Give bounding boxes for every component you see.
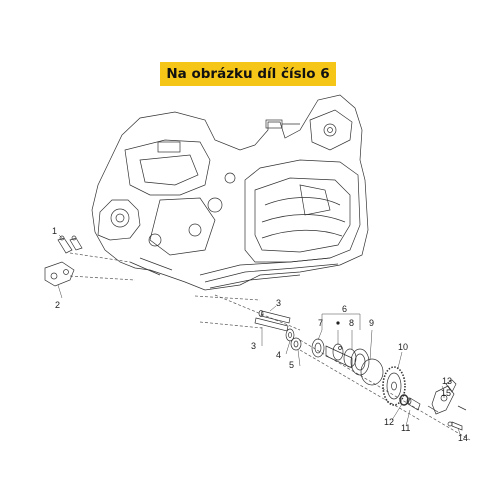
callout-2: 2 [55, 300, 60, 310]
callout-6: 6 [342, 304, 347, 314]
callout-3-lower: 3 [251, 341, 256, 351]
part-1-bolt-set [57, 235, 83, 254]
part-number-banner: Na obrázku díl číslo 6 [160, 62, 336, 86]
callout-15: 15 [441, 388, 451, 398]
callout-13: 13 [442, 376, 452, 386]
assembly-lines [69, 252, 471, 441]
part-2-bracket [44, 261, 75, 287]
callout-12: 12 [384, 417, 394, 427]
callout-5: 5 [289, 360, 294, 370]
part-15-rocker-lever [427, 385, 455, 415]
part-13-screw [445, 379, 467, 411]
part-3-shaft-upper [258, 310, 291, 324]
part-3-shaft-lower [254, 317, 289, 332]
part-9-gear-ring [350, 348, 384, 386]
callout-10: 10 [398, 342, 408, 352]
part-11-bolt [406, 397, 421, 411]
bullet-dot [336, 321, 340, 325]
part-5-bushing [290, 337, 302, 351]
callout-8: 8 [349, 318, 354, 328]
callout-1: 1 [52, 226, 57, 236]
callout-3-upper: 3 [276, 298, 281, 308]
engine-block [91, 94, 369, 291]
callout-9: 9 [369, 318, 374, 328]
callout-7: 7 [318, 318, 323, 328]
part-10-sprocket [382, 366, 406, 406]
banner-text: Na obrázku díl číslo 6 [166, 66, 330, 82]
part-12-washer [399, 394, 409, 406]
callout-labels: 1 2 3 3 4 5 6 7 8 9 10 11 12 13 14 15 [52, 226, 468, 443]
callout-11: 11 [401, 423, 410, 433]
part-14-screw [447, 421, 463, 431]
callout-4: 4 [276, 350, 281, 360]
part-7-bearing [311, 338, 325, 358]
leader-lines [57, 234, 461, 435]
callout-14: 14 [458, 433, 468, 443]
